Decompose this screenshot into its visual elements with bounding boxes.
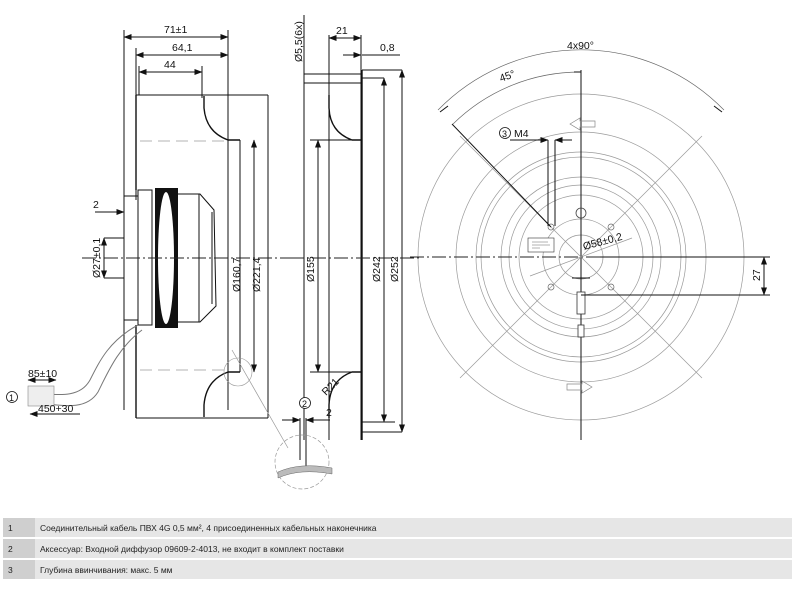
dim-cable-length: 450+30 xyxy=(38,403,73,415)
technical-drawing: 71±1 64,1 44 Ø160,7 Ø221,4 xyxy=(6,15,770,490)
dim-bolt-circle: Ø58±0,2 xyxy=(582,231,624,253)
dim-cable-strip-length: 85±10 xyxy=(28,368,57,380)
callout-3-label: 3 xyxy=(502,129,507,139)
dim-wheel-diameter: Ø221,4 xyxy=(251,257,263,292)
dim-overall-length: 71±1 xyxy=(164,24,187,36)
note-text: Глубина ввинчивания: макс. 5 мм xyxy=(35,560,792,579)
note-row: 3 Глубина ввинчивания: макс. 5 мм xyxy=(3,560,792,579)
front-view: 4x90° 45° 3 M4 Ø58±0,2 27 xyxy=(410,40,770,440)
detail-circle xyxy=(274,434,330,490)
dim-diffuser-gap: 2 xyxy=(326,407,332,419)
dim-shaft-step: 2 xyxy=(93,199,99,211)
dim-plate-thickness: 0,8 xyxy=(380,42,395,54)
note-text: Аксессуар: Входной диффузор 09609-2-4013… xyxy=(35,539,792,558)
dim-outer-diameter-1: Ø242 xyxy=(371,256,383,282)
callout-3-marker xyxy=(499,127,511,139)
dim-inlet-diameter: Ø155 xyxy=(305,256,317,282)
dim-flange-width: 21 xyxy=(336,25,348,37)
dim-offset: 27 xyxy=(751,269,763,281)
note-number: 3 xyxy=(3,560,35,579)
note-number: 2 xyxy=(3,539,35,558)
dim-rotor-diameter: Ø160,7 xyxy=(231,257,243,292)
note-number: 1 xyxy=(3,518,35,537)
dim-rotor-depth: 44 xyxy=(164,59,176,71)
dim-radius: R21 xyxy=(320,376,342,398)
note-text: Соединительный кабель ПВХ 4G 0,5 мм², 4 … xyxy=(35,518,792,537)
section-view: Ø5,5(6x) 21 0,8 Ø155 Ø242 Ø252 R21 2 2 xyxy=(223,15,420,490)
dim-hole-diameter: Ø5,5(6x) xyxy=(293,21,305,62)
note-row: 2 Аксессуар: Входной диффузор 09609-2-40… xyxy=(3,539,792,558)
dim-outer-diameter-2: Ø252 xyxy=(389,256,401,282)
callout-2-label: 2 xyxy=(302,399,307,409)
dim-length-to-flange: 64,1 xyxy=(172,42,193,54)
callout-1-label: 1 xyxy=(9,393,14,403)
dim-hub-diameter: Ø27±0,1 xyxy=(91,238,103,278)
note-row: 1 Соединительный кабель ПВХ 4G 0,5 мм², … xyxy=(3,518,792,537)
dim-angle-offset: 45° xyxy=(498,68,517,85)
dim-angle-pattern: 4x90° xyxy=(567,40,594,52)
callout-1-marker xyxy=(6,391,18,403)
dim-thread: M4 xyxy=(514,128,529,140)
notes-table: 1 Соединительный кабель ПВХ 4G 0,5 мм², … xyxy=(3,516,792,581)
side-view: 71±1 64,1 44 Ø160,7 Ø221,4 xyxy=(6,24,290,419)
callout-2-marker xyxy=(299,397,311,409)
